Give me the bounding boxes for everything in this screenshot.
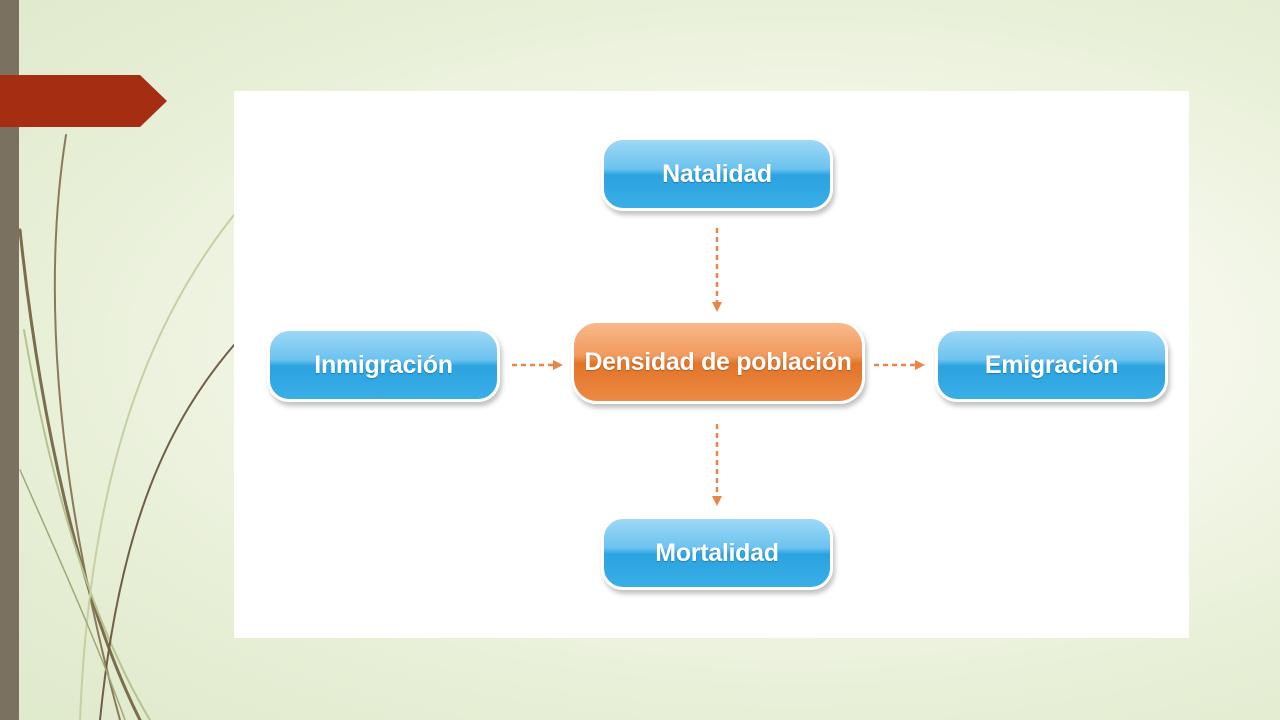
node-inmigracion: Inmigración — [267, 328, 500, 402]
diagram-arrows — [512, 228, 925, 506]
node-natalidad-label: Natalidad — [662, 159, 772, 188]
node-emigracion: Emigración — [935, 328, 1168, 402]
node-inmigracion-label: Inmigración — [314, 350, 453, 379]
node-emigracion-label: Emigración — [984, 350, 1119, 379]
node-mortalidad: Mortalidad — [601, 516, 833, 590]
node-densidad-de-poblacion: Densidad de población — [571, 320, 865, 404]
node-mortalidad-label: Mortalidad — [655, 538, 779, 567]
diagram-panel: Natalidad Inmigración Densidad de poblac… — [234, 91, 1189, 638]
title-arrow-tab — [0, 75, 167, 127]
node-densidad-label: Densidad de población — [584, 347, 852, 376]
node-natalidad: Natalidad — [601, 137, 833, 211]
slide-side-bar — [0, 0, 19, 720]
